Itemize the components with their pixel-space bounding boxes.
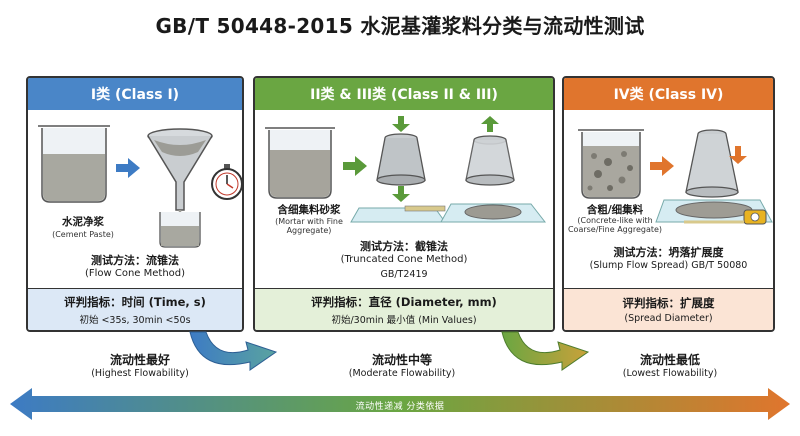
method-standard: GB/T2419	[380, 269, 428, 280]
arrow-right-icon	[650, 156, 674, 176]
curved-arrow-icon	[189, 331, 278, 371]
flowability-label: 流动性中等	[371, 353, 432, 367]
panel-class-4: IV类 (Class IV)	[562, 76, 775, 332]
panel-class-2-3: II类 & III类 (Class II & III)	[253, 76, 555, 332]
arrow-up-icon	[481, 116, 499, 132]
flowability-label: 流动性最好	[109, 353, 170, 367]
arrow-right-icon	[116, 158, 140, 178]
panel-body: 含粗/细集料 (Concrete-like with Coarse/Fine A…	[564, 110, 773, 288]
indicator-label: 评判指标：直径 (Diameter, mm)	[311, 294, 497, 309]
beaker-icon	[578, 129, 644, 199]
truncated-cone-icon	[376, 133, 426, 186]
flowability-label: 流动性最低	[639, 353, 700, 367]
arrow-right-icon	[343, 156, 367, 176]
beaker-icon	[265, 127, 335, 199]
page-title: GB/T 50448-2015 水泥基灌浆料分类与流动性测试	[155, 14, 645, 38]
curved-arrow-icon	[501, 331, 590, 371]
method-label-en: (Flow Cone Method)	[84, 268, 186, 279]
indicator-label: 评判指标：时间 (Time, s)	[64, 294, 206, 309]
panel-header: I类 (Class I)	[28, 78, 242, 110]
material-label: 含细集料砂浆	[277, 204, 341, 216]
arrow-down-icon	[392, 186, 410, 202]
material-label-en: (Cement Paste)	[52, 230, 114, 239]
panel-header: IV类 (Class IV)	[564, 78, 773, 110]
truncated-cone-icon	[465, 135, 515, 186]
material-label: 含粗/细集料	[586, 204, 644, 216]
flowability-sub: (Lowest Flowability)	[622, 368, 718, 379]
flow-cone-illustration	[38, 125, 242, 248]
truncated-cone-icon	[685, 129, 739, 198]
funnel-icon	[147, 128, 213, 225]
indicator-label: 评判指标：扩展度	[622, 296, 715, 310]
method-label-en: (Slump Flow Spread) GB/T 50080	[589, 260, 748, 271]
flowability-sub: (Moderate Flowability)	[348, 368, 456, 379]
method-label: 测试方法：截锥法	[360, 240, 448, 253]
method-label: 测试方法：坍落扩展度	[613, 246, 724, 259]
panel-class-1: I类 (Class I)	[26, 76, 244, 332]
beaker-icon	[159, 212, 201, 248]
material-label-en: (Mortar with Fine Aggregate)	[275, 217, 343, 236]
indicator-values: 初始/30min 最小值 (Min Values)	[331, 314, 477, 326]
method-label: 测试方法：流锥法	[91, 254, 179, 267]
arrow-down-icon	[392, 116, 410, 132]
slump-flow-illustration	[578, 129, 773, 225]
material-label: 水泥净浆	[62, 216, 104, 228]
panel-body: 含细集料砂浆 (Mortar with Fine Aggregate) 测试方法…	[255, 110, 553, 288]
panel-header: II类 & III类 (Class II & III)	[255, 78, 553, 110]
tape-measure-icon	[684, 209, 767, 225]
indicator-box: 评判指标：扩展度 (Spread Diameter)	[564, 288, 773, 330]
ruler-icon	[404, 205, 446, 212]
indicator-box: 评判指标：直径 (Diameter, mm) 初始/30min 最小值 (Min…	[255, 288, 553, 330]
flowability-gradient-arrow	[10, 388, 790, 420]
stopwatch-icon	[211, 164, 242, 200]
indicator-values: (Spread Diameter)	[624, 313, 713, 324]
arrow-down-icon	[729, 146, 747, 164]
gradient-arrow-label: 流动性递减 分类依据	[355, 402, 445, 412]
indicator-box: 评判指标：时间 (Time, s) 初始 <35s, 30min <50s	[28, 288, 242, 330]
truncated-cone-illustration	[265, 116, 547, 223]
indicator-values: 初始 <35s, 30min <50s	[79, 314, 191, 326]
panel-body: 水泥净浆 (Cement Paste) 测试方法：流锥法 (Flow Cone …	[28, 110, 242, 288]
flowability-sub: (Highest Flowability)	[91, 368, 189, 379]
beaker-icon	[38, 125, 110, 203]
material-label-en: (Concrete-like with Coarse/Fine Aggregat…	[567, 216, 663, 235]
method-label-en: (Truncated Cone Method)	[340, 254, 468, 265]
